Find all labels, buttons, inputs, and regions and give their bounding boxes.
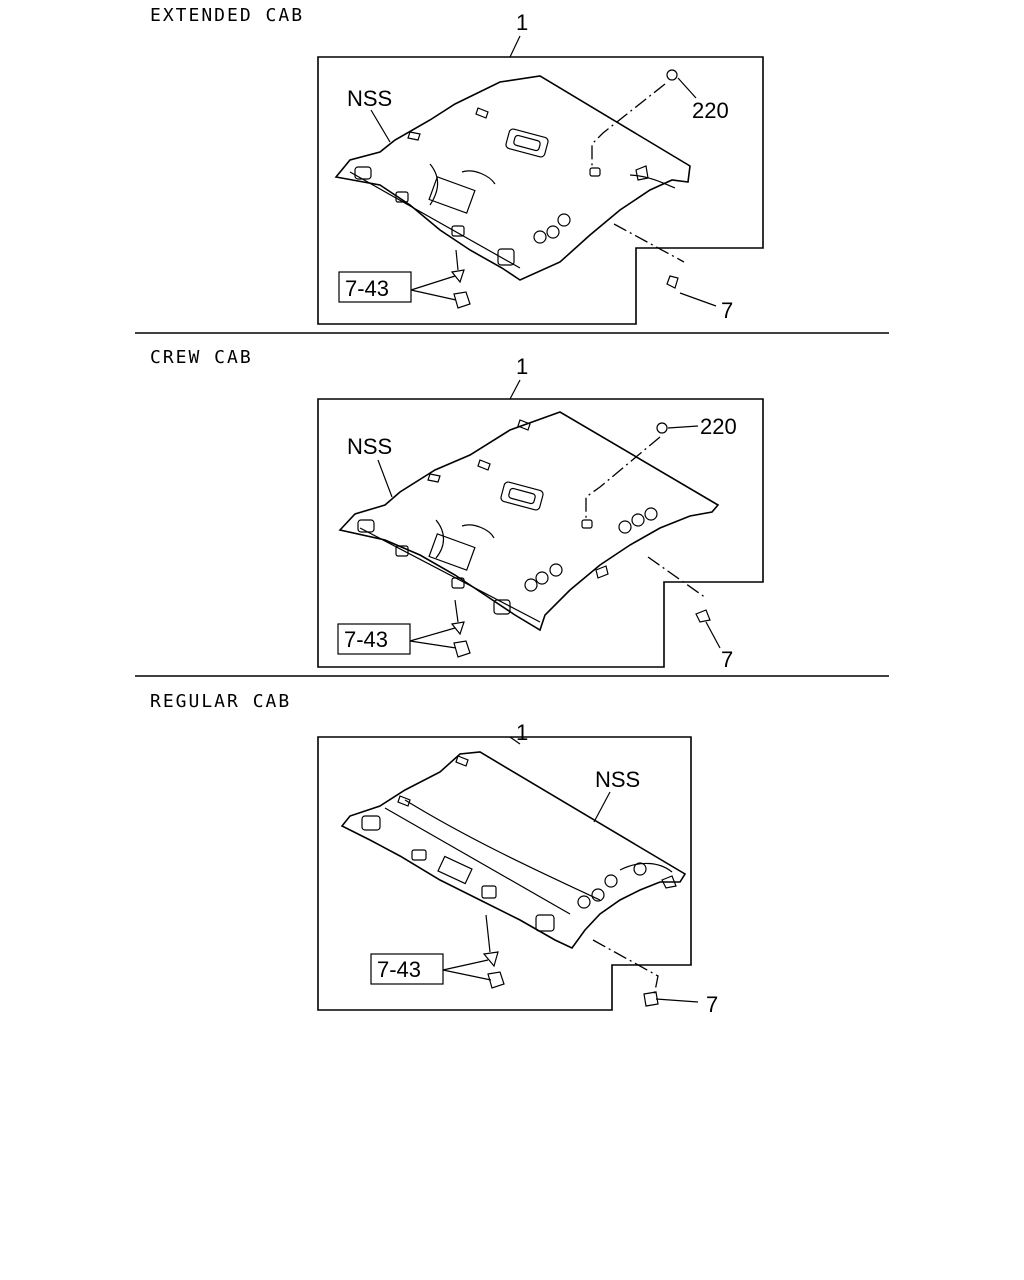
section-regular-cab: REGULAR CAB 1 NSS 7 [150,691,718,1017]
callout-label: 7-43 [377,957,421,982]
group-frame [317,398,764,668]
callout-label: 7-43 [344,627,388,652]
section-title: REGULAR CAB [150,691,291,712]
ref-7-43: 7-43 [337,599,471,658]
section-title: EXTENDED CAB [150,5,304,26]
group-frame [317,56,764,325]
callout-label: 7 [721,298,733,323]
ref-7-43: 7-43 [338,249,471,309]
headliner-panel [340,751,687,950]
part-number-label: 1 [516,720,528,745]
clip-220: 220 [591,69,729,168]
section-title: CREW CAB [150,347,253,368]
screw-7: 7 [613,223,733,323]
callout-label: NSS [595,767,640,792]
ref-box [338,271,412,303]
leader-line [593,791,611,823]
section-crew-cab: CREW CAB 1 [150,347,764,672]
leader-line [509,379,521,400]
ref-box [370,953,444,985]
callout-label: 7 [706,992,718,1017]
section-extended-cab: EXTENDED CAB 1 [150,5,764,325]
part-number-label: 1 [516,10,528,35]
screw-7: 7 [592,939,718,1017]
ref-7-43: 7-43 [370,914,505,989]
leader-line [370,109,391,143]
callout-label: NSS [347,86,392,111]
callout-label: 220 [700,414,737,439]
callout-label: NSS [347,434,392,459]
headliner-panel [334,75,691,281]
leader-line [509,736,521,745]
screw-7: 7 [647,556,733,672]
callout-label: 7 [721,647,733,672]
clip-220: 220 [585,414,737,520]
leader-line [509,35,521,58]
headliner-panel [338,411,720,632]
ref-box [337,623,411,655]
leader-line [377,459,393,498]
part-number-label: 1 [516,354,528,379]
group-frame [317,736,692,1011]
callout-label: 220 [692,98,729,123]
callout-label: 7-43 [345,276,389,301]
